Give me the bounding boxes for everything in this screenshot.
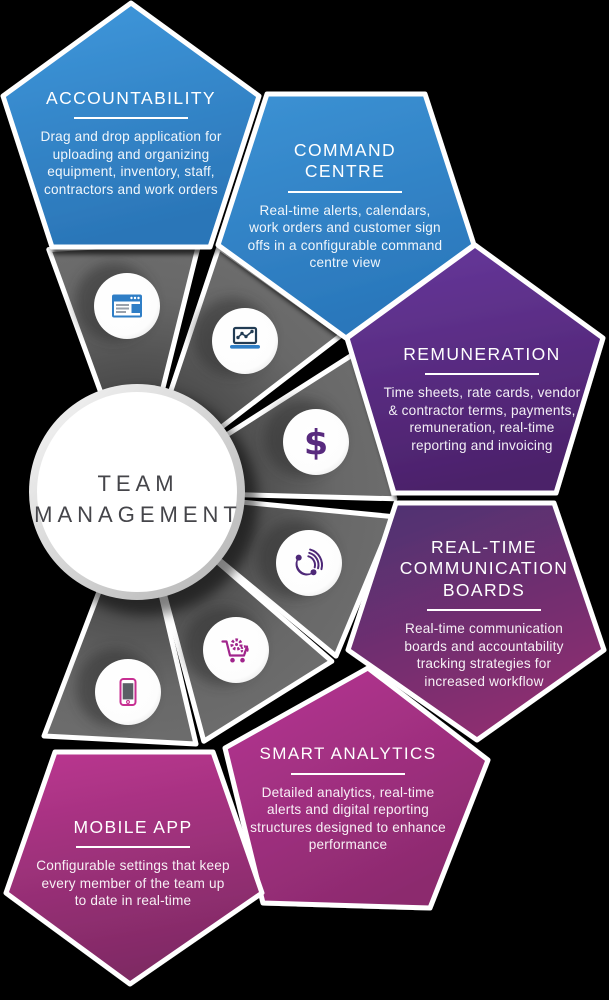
section-mobile-app: MOBILE APP Configurable settings that ke… xyxy=(34,817,232,910)
medallion-command-centre xyxy=(193,298,278,376)
pentagon-communication-boards xyxy=(345,500,607,743)
pentagon-accountability xyxy=(0,0,262,250)
cart-gears-icon xyxy=(221,638,249,663)
pentagon-mobile-app xyxy=(3,749,265,987)
title-divider xyxy=(288,190,402,193)
section-description: Real-time alerts, calendars, work orders… xyxy=(247,202,443,271)
section-title: ACCOUNTABILITY xyxy=(46,88,216,108)
pentagon-remuneration xyxy=(344,242,606,496)
medallion-accountability xyxy=(75,263,160,341)
section-communication-boards: REAL-TIME COMMUNICATION BOARDS Real-time… xyxy=(385,537,583,690)
center-title-line2: MANAGEMENT xyxy=(34,502,242,527)
section-description: Time sheets, rate cards, vendor & contra… xyxy=(383,385,581,453)
section-command-centre: COMMAND CENTRE Real-time alerts, calenda… xyxy=(246,140,444,272)
section-smart-analytics: SMART ANALYTICS Detailed analytics, real… xyxy=(249,744,447,854)
medallion-communication xyxy=(257,520,342,598)
center-title: TEAM MANAGEMENT xyxy=(8,468,268,530)
title-divider xyxy=(76,846,190,849)
center-title-line1: TEAM xyxy=(97,471,179,496)
section-description: Configurable settings that keep every me… xyxy=(36,858,230,909)
center-circle xyxy=(37,392,237,592)
title-divider xyxy=(74,117,188,120)
section-description: Real-time communication boards and accou… xyxy=(404,621,564,689)
section-remuneration: REMUNERATION Time sheets, rate cards, ve… xyxy=(383,344,581,454)
section-title: REMUNERATION xyxy=(403,344,561,364)
medallion-analytics xyxy=(184,607,269,685)
title-divider xyxy=(427,609,541,612)
pentagon-smart-analytics xyxy=(222,665,491,911)
dollar-icon: $ xyxy=(304,424,328,464)
section-title: MOBILE APP xyxy=(73,817,193,837)
section-title: SMART ANALYTICS xyxy=(259,744,437,763)
smartphone-icon xyxy=(119,678,137,706)
app-window-icon xyxy=(112,294,142,318)
section-accountability: ACCOUNTABILITY Drag and drop application… xyxy=(32,88,230,198)
section-title: COMMAND CENTRE xyxy=(293,140,397,182)
title-divider xyxy=(425,373,539,376)
laptop-chart-icon xyxy=(230,326,260,349)
section-title: REAL-TIME COMMUNICATION BOARDS xyxy=(399,537,569,600)
section-description: Drag and drop application for uploading … xyxy=(40,129,222,197)
title-divider xyxy=(291,772,405,775)
phone-signal-icon xyxy=(295,548,323,576)
section-description: Detailed analytics, real-time alerts and… xyxy=(250,784,446,853)
medallion-mobile xyxy=(76,649,161,727)
medallion-remuneration: $ xyxy=(264,399,349,477)
icon-medallions: $ xyxy=(75,263,349,727)
